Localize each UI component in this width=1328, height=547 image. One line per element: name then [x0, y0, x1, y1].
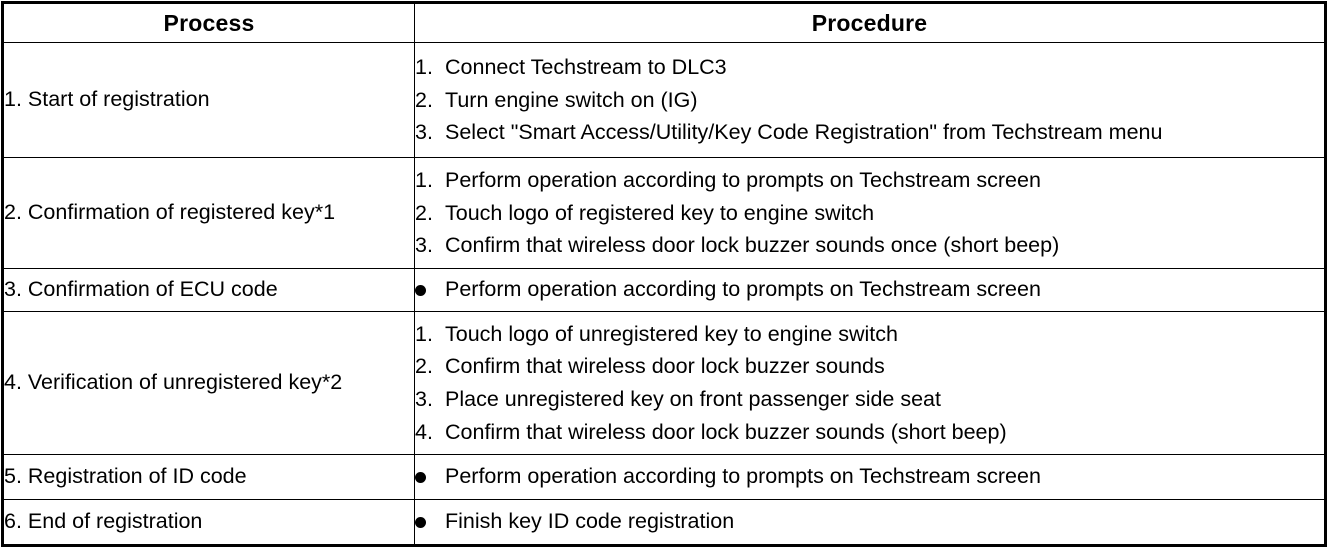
table-row: 6. End of registration Finish key ID code…	[2, 499, 1326, 546]
step-text: Confirm that wireless door lock buzzer s…	[445, 419, 1007, 444]
step-text: Perform operation according to prompts o…	[445, 277, 1041, 302]
step-number: 2.	[415, 200, 433, 225]
process-cell: 1. Start of registration	[2, 42, 415, 158]
table-row: 5. Registration of ID code Perform operat…	[2, 454, 1326, 500]
procedure-cell: Perform operation according to prompts o…	[414, 268, 1326, 312]
procedure-step-list: Finish key ID code registration	[415, 505, 1324, 539]
step-number: 3.	[415, 120, 433, 145]
step-number: 1.	[415, 321, 433, 346]
procedure-step: 2. Touch logo of registered key to engine…	[415, 197, 1324, 230]
procedure-step-list: 1. Connect Techstream to DLC3 2. Turn engin…	[415, 51, 1324, 149]
procedure-step: Perform operation according to prompts o…	[415, 273, 1324, 307]
procedure-step-list: Perform operation according to prompts o…	[415, 273, 1324, 307]
procedure-step: 3. Confirm that wireless door lock buzzer…	[415, 229, 1324, 262]
bullet-dot-icon	[415, 517, 426, 529]
procedure-cell: Perform operation according to prompts o…	[414, 454, 1326, 500]
step-number: 3.	[415, 233, 433, 258]
process-cell: 2. Confirmation of registered key*1	[2, 157, 415, 269]
step-text: Turn engine switch on (IG)	[445, 87, 698, 112]
step-text: Touch logo of unregistered key to engine…	[445, 321, 898, 346]
process-cell: 4. Verification of unregistered key*2	[2, 311, 415, 455]
process-cell: 3. Confirmation of ECU code	[2, 268, 415, 312]
bullet-icon	[415, 506, 445, 539]
procedure-step: 2. Turn engine switch on (IG)	[415, 84, 1324, 117]
step-text: Touch logo of registered key to engine s…	[445, 200, 875, 225]
bullet-icon	[415, 274, 445, 307]
procedure-cell: 1. Touch logo of unregistered key to engi…	[414, 311, 1326, 455]
procedure-step: 1. Touch logo of unregistered key to engi…	[415, 318, 1324, 351]
step-text: Connect Techstream to DLC3	[445, 54, 727, 79]
process-cell: 6. End of registration	[2, 499, 415, 546]
bullet-icon	[415, 461, 445, 494]
table-row: 3. Confirmation of ECU code Perform opera…	[2, 268, 1326, 312]
procedure-step: 4. Confirm that wireless door lock buzzer…	[415, 416, 1324, 449]
step-number: 1.	[415, 167, 433, 192]
step-text: Perform operation according to prompts o…	[445, 167, 1041, 192]
step-text: Select "Smart Access/Utility/Key Code Re…	[445, 120, 1163, 145]
step-number: 2.	[415, 354, 433, 379]
procedure-step-list: 1. Perform operation according to prompts…	[415, 164, 1324, 262]
column-header-process: Process	[2, 2, 415, 43]
procedure-cell: 1. Perform operation according to prompts…	[414, 157, 1326, 269]
step-number: 3.	[415, 387, 433, 411]
procedure-step-list: Perform operation according to prompts o…	[415, 460, 1324, 494]
step-number: 1.	[415, 54, 433, 79]
procedure-step: 2. Confirm that wireless door lock buzzer…	[415, 350, 1324, 383]
column-header-procedure: Procedure	[414, 2, 1326, 43]
procedure-step: 1. Perform operation according to prompts…	[415, 164, 1324, 197]
procedure-step: 3. Select "Smart Access/Utility/Key Code …	[415, 116, 1324, 149]
procedure-step: Perform operation according to prompts o…	[415, 460, 1324, 494]
procedure-cell: 1. Connect Techstream to DLC3 2. Turn engin…	[414, 42, 1326, 158]
step-number: 4.	[415, 419, 433, 444]
step-text: Place unregistered key on front passenge…	[445, 387, 941, 411]
procedure-step: Finish key ID code registration	[415, 505, 1324, 539]
header-row: Process Procedure	[2, 2, 1326, 43]
procedure-step-list: 1. Touch logo of unregistered key to engi…	[415, 318, 1324, 449]
step-text: Perform operation according to prompts o…	[445, 464, 1041, 489]
procedure-step: 3. Place unregistered key on front passen…	[415, 383, 1324, 416]
bullet-dot-icon	[415, 472, 426, 484]
step-number: 2.	[415, 87, 433, 112]
step-text: Finish key ID code registration	[445, 509, 735, 534]
step-text: Confirm that wireless door lock buzzer s…	[445, 233, 1060, 258]
process-cell: 5. Registration of ID code	[2, 454, 415, 500]
procedure-cell: Finish key ID code registration	[414, 499, 1326, 546]
bullet-dot-icon	[415, 285, 426, 297]
table-header: Process Procedure	[2, 2, 1326, 43]
step-text: Confirm that wireless door lock buzzer s…	[445, 354, 885, 379]
procedure-step: 1. Connect Techstream to DLC3	[415, 51, 1324, 84]
